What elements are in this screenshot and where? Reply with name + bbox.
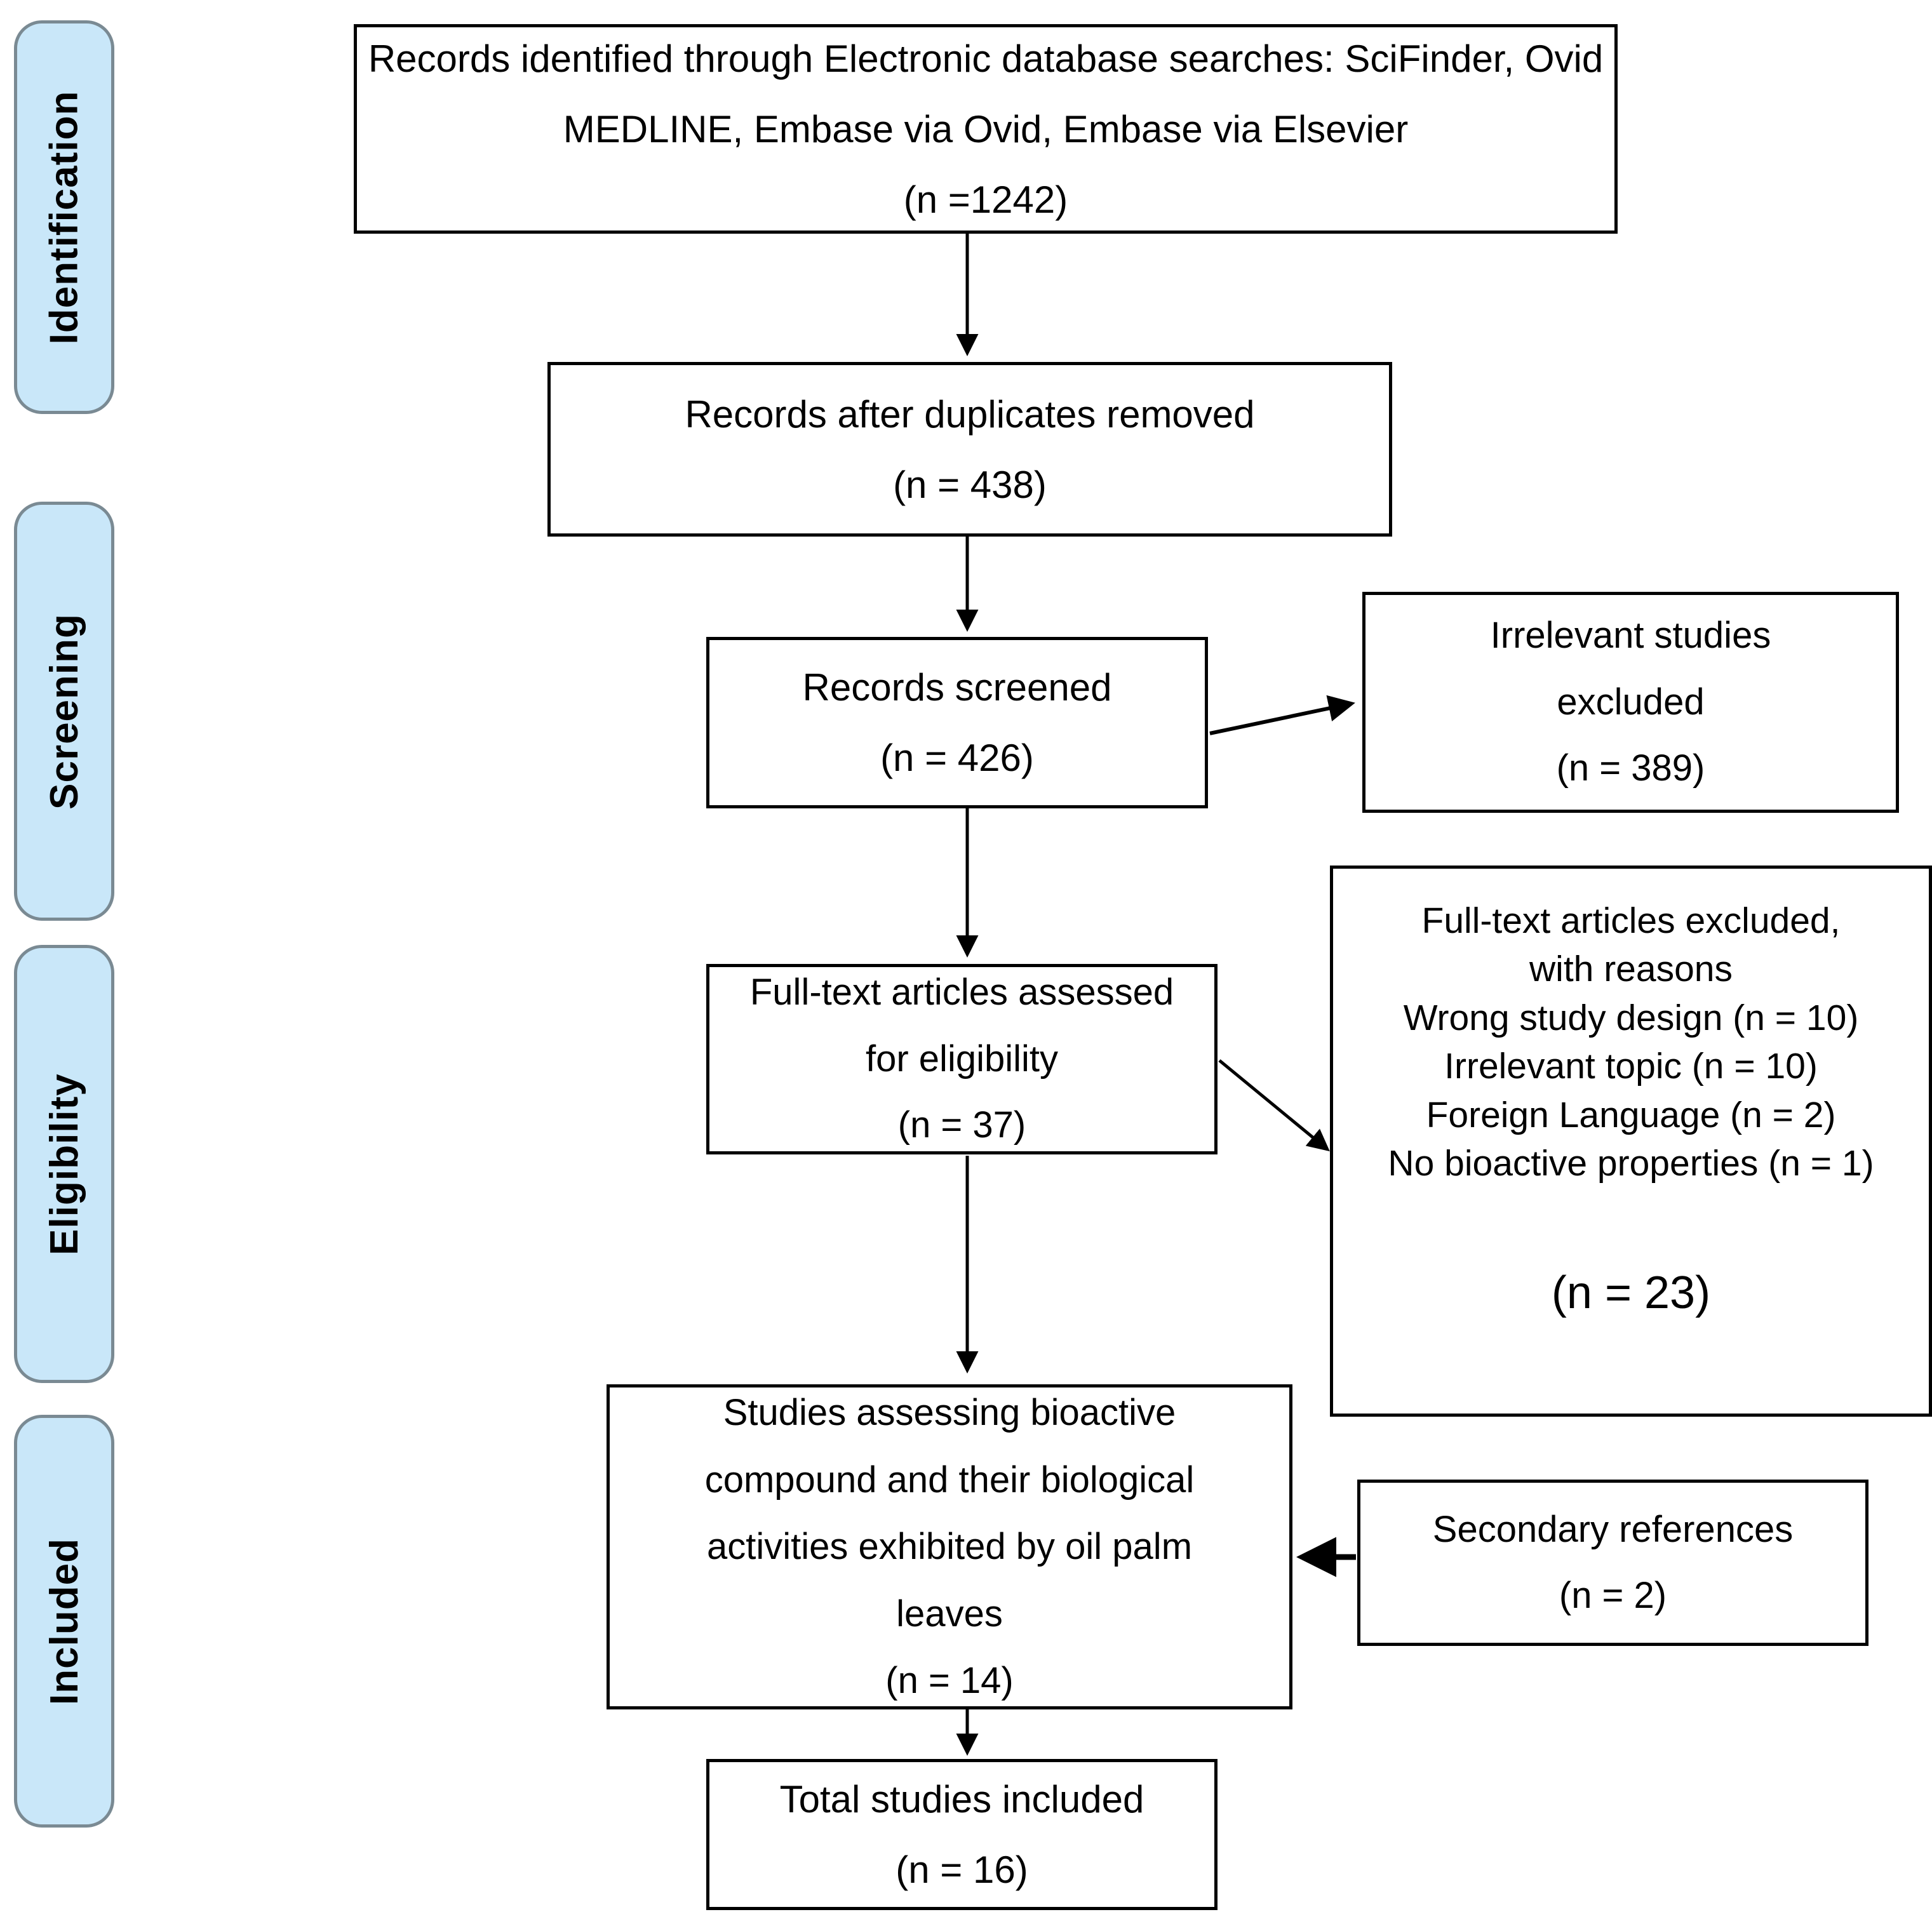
- box-records-identified: Records identified through Electronic da…: [354, 24, 1618, 234]
- box-fulltext-assessed: Full-text articles assessed for eligibil…: [706, 964, 1218, 1154]
- stage-label-eligibility: Eligibility: [42, 1073, 86, 1255]
- box-line: (n = 438): [893, 463, 1047, 506]
- stage-pill-included: Included: [14, 1415, 114, 1828]
- box-line: Secondary references: [1432, 1508, 1794, 1550]
- box-line: excluded: [1557, 681, 1705, 723]
- box-line: Irrelevant topic (n = 10): [1444, 1046, 1818, 1087]
- box-line: (n = 426): [880, 737, 1034, 779]
- box-fulltext-excluded: Full-text articles excluded, with reason…: [1330, 866, 1932, 1417]
- box-line-total: (n = 23): [1551, 1267, 1711, 1319]
- box-line: Irrelevant studies: [1490, 615, 1771, 657]
- arrow-screened-to-irrelevant: [1209, 695, 1355, 735]
- box-line: MEDLINE, Embase via Ovid, Embase via Els…: [563, 107, 1409, 150]
- box-duplicates-removed: Records after duplicates removed (n = 43…: [547, 362, 1392, 537]
- box-line: Records identified through Electronic da…: [368, 37, 1604, 80]
- box-line: (n = 14): [885, 1660, 1014, 1702]
- box-line: leaves: [896, 1593, 1003, 1635]
- box-total-included: Total studies included (n = 16): [706, 1759, 1218, 1910]
- box-line: Records after duplicates removed: [685, 392, 1255, 436]
- box-line: Wrong study design (n = 10): [1403, 997, 1859, 1038]
- box-line: Records screened: [802, 666, 1112, 709]
- stage-label-screening: Screening: [42, 613, 86, 810]
- stage-pill-screening: Screening: [14, 502, 114, 921]
- box-line: (n =1242): [903, 178, 1068, 221]
- box-line: (n = 16): [896, 1848, 1028, 1891]
- box-studies-assessing: Studies assessing bioactive compound and…: [607, 1384, 1292, 1709]
- box-line: Full-text articles assessed: [749, 972, 1174, 1013]
- box-line: Foreign Language (n = 2): [1426, 1094, 1836, 1135]
- box-line: Full-text articles excluded,: [1421, 900, 1841, 941]
- box-line: (n = 389): [1556, 747, 1705, 789]
- box-line: (n = 37): [897, 1104, 1026, 1146]
- stage-pill-eligibility: Eligibility: [14, 945, 114, 1383]
- box-secondary-references: Secondary references (n = 2): [1357, 1480, 1868, 1646]
- box-line: No bioactive properties (n = 1): [1388, 1142, 1874, 1184]
- box-line: Studies assessing bioactive: [723, 1392, 1176, 1434]
- box-records-screened: Records screened (n = 426): [706, 637, 1208, 808]
- arrow-fulltext-to-excluded: [1218, 1059, 1330, 1152]
- box-line: compound and their biological: [704, 1459, 1195, 1501]
- box-line: (n = 2): [1559, 1575, 1667, 1616]
- stage-label-identification: Identification: [42, 90, 86, 344]
- box-line: activities exhibited by oil palm: [706, 1526, 1193, 1568]
- box-line: for eligibility: [866, 1038, 1058, 1080]
- stage-label-included: Included: [42, 1537, 86, 1705]
- box-irrelevant-excluded: Irrelevant studies excluded (n = 389): [1362, 592, 1899, 813]
- box-line: Total studies included: [779, 1778, 1144, 1821]
- stage-pill-identification: Identification: [14, 20, 114, 414]
- box-line: with reasons: [1529, 949, 1733, 990]
